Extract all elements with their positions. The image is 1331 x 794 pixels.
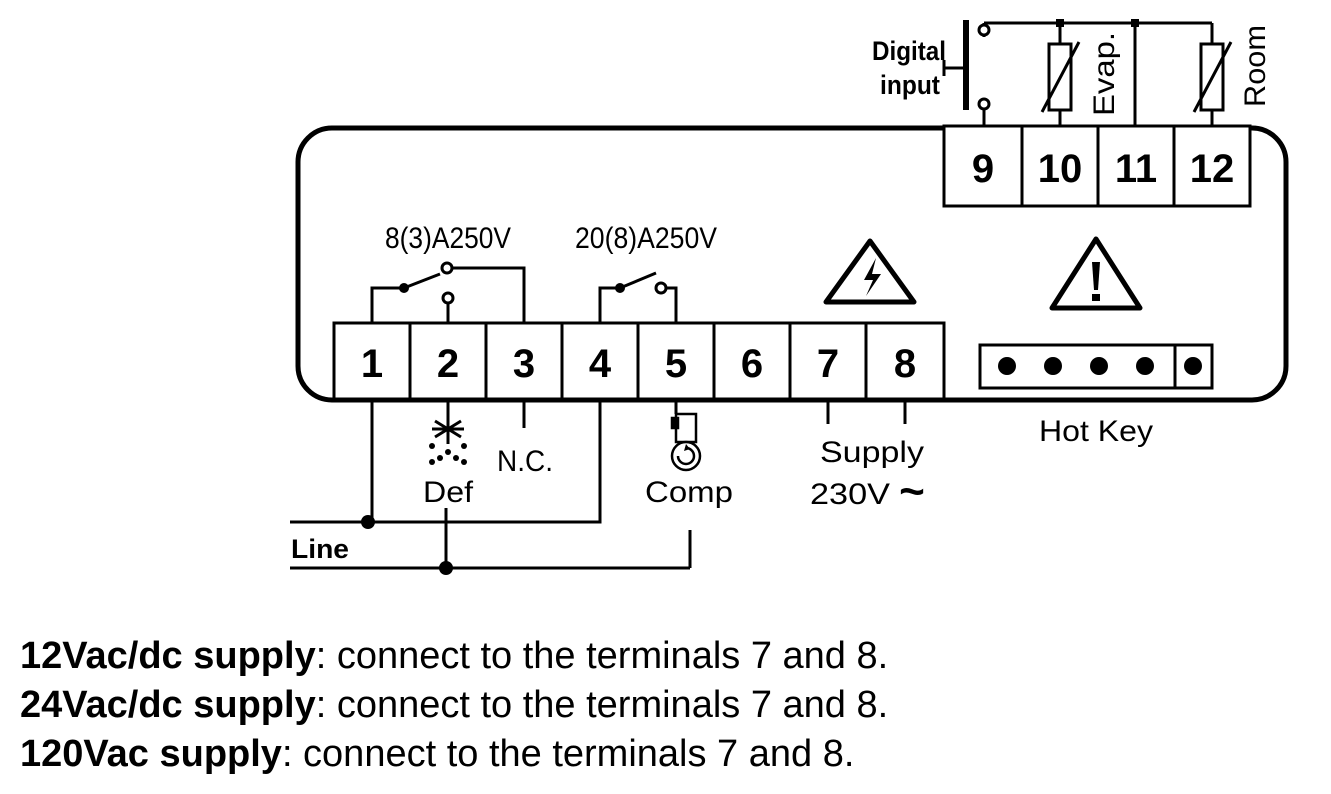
lightning-warning-icon xyxy=(823,238,917,305)
digital-input-label-2: input xyxy=(880,70,940,100)
supply-label: Supply xyxy=(820,436,924,469)
supply-ac-symbol: ~ xyxy=(899,467,925,516)
hot-key-connector xyxy=(978,343,1214,390)
comp-label: Comp xyxy=(645,476,733,509)
supply-voltage-label: 230V xyxy=(810,478,890,511)
note-24v-bold: 24Vac/dc supply xyxy=(20,684,316,726)
note-120v: 120Vac supply: connect to the terminals … xyxy=(20,730,1310,779)
terminal-5: 5 xyxy=(665,342,687,386)
digital-input-switch xyxy=(942,20,1135,126)
terminal-6: 6 xyxy=(741,342,763,386)
thermistor-icon xyxy=(1040,21,1212,126)
wiring-diagram: 9 10 11 12 1 2 3 4 5 6 7 8 8(3)A250V 20(… xyxy=(290,19,1289,575)
probe-room-label: Room xyxy=(1239,25,1272,107)
relay-compressor-rating: 20(8)A250V xyxy=(575,222,717,255)
note-12v: 12Vac/dc supply: connect to the terminal… xyxy=(20,632,1310,681)
digital-input-label: Digital xyxy=(872,36,946,66)
terminal-4: 4 xyxy=(589,342,612,386)
thermistor-icon-room xyxy=(1192,23,1233,126)
note-12v-bold: 12Vac/dc supply xyxy=(20,635,316,677)
compressor-icon xyxy=(670,412,702,472)
terminal-3: 3 xyxy=(513,342,535,386)
supply-notes: 12Vac/dc supply: connect to the terminal… xyxy=(20,632,1310,779)
note-12v-text: : connect to the terminals 7 and 8. xyxy=(315,635,889,677)
relay-defrost-rating: 8(3)A250V xyxy=(385,222,511,255)
note-24v: 24Vac/dc supply: connect to the terminal… xyxy=(20,681,1310,730)
relay-compressor-contacts xyxy=(598,271,678,323)
defrost-icon xyxy=(429,414,467,465)
line-wiring xyxy=(290,399,907,570)
line-label: Line xyxy=(291,534,349,564)
terminal-1: 1 xyxy=(361,342,383,386)
relay-defrost-contacts xyxy=(370,261,526,323)
terminal-9: 9 xyxy=(972,147,994,191)
hot-key-label: Hot Key xyxy=(1039,415,1153,448)
exclamation-warning-icon xyxy=(1049,236,1143,311)
note-120v-bold: 120Vac supply xyxy=(20,733,282,775)
terminal-2: 2 xyxy=(437,342,459,386)
terminal-7: 7 xyxy=(817,342,839,386)
note-24v-text: : connect to the terminals 7 and 8. xyxy=(315,684,889,726)
bottom-terminal-block xyxy=(332,321,946,401)
def-label: Def xyxy=(423,476,474,509)
probe-evap-label: Evap. xyxy=(1088,32,1121,116)
terminal-10: 10 xyxy=(1038,147,1083,191)
nc-label: N.C. xyxy=(497,445,553,478)
terminal-8: 8 xyxy=(894,342,916,386)
note-120v-text: : connect to the terminals 7 and 8. xyxy=(281,733,855,775)
terminal-12: 12 xyxy=(1190,147,1235,191)
terminal-11: 11 xyxy=(1115,147,1157,191)
